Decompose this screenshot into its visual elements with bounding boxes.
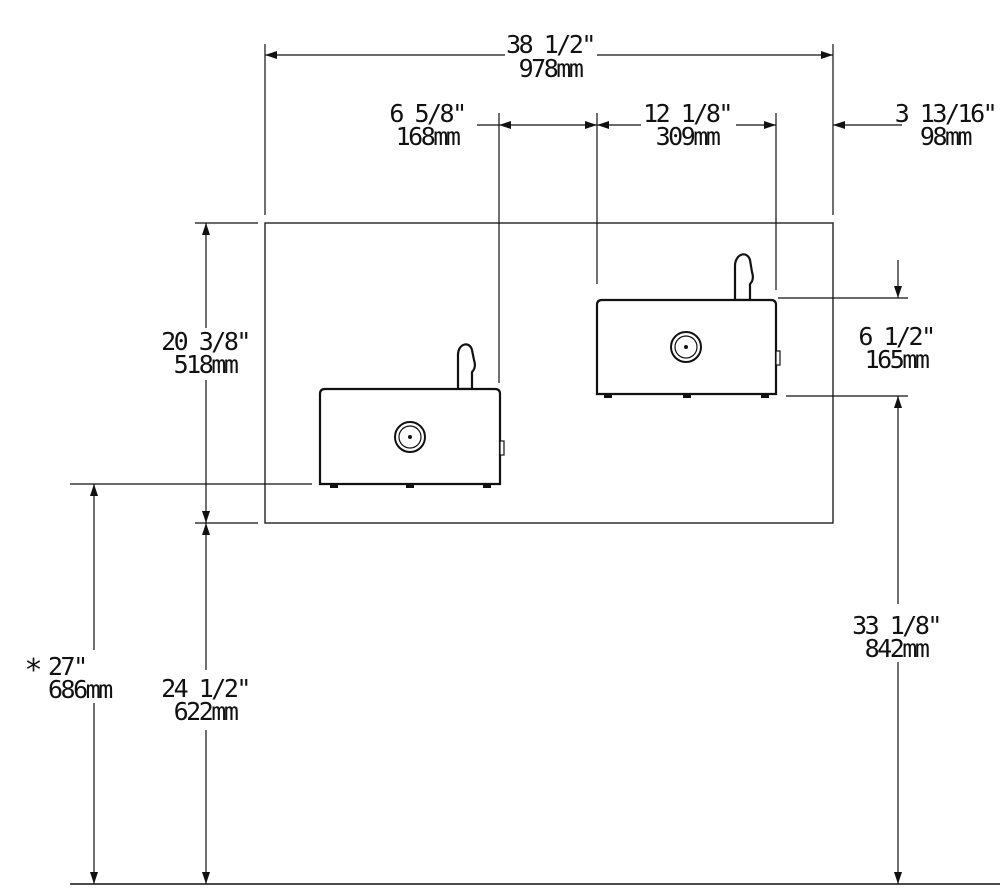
panel-bottom-height-metric: 622mm [174, 697, 238, 726]
high-unit-foot [761, 394, 769, 398]
panel-bottom-height-imperial: 24 1/2" [161, 674, 249, 703]
high-unit-foot [683, 394, 691, 398]
extension-lines [70, 44, 908, 524]
high-unit-bubbler [733, 253, 754, 302]
right-unit-width-imperial: 12 1/8" [643, 99, 731, 128]
low-unit-push-button-center [408, 435, 412, 439]
height-difference-metric: 165mm [865, 345, 929, 374]
high-fountain-unit [595, 253, 781, 398]
dimension-lines [90, 51, 902, 884]
left-offset-metric: 168mm [396, 122, 460, 151]
star-marker: * [26, 653, 41, 688]
left-offset-imperial: 6 5/8" [389, 99, 464, 128]
right-unit-width-metric: 309mm [656, 122, 720, 151]
high-unit-bottom-height-metric: 842mm [865, 634, 929, 663]
high-unit-bottom-height-imperial: 33 1/8" [852, 611, 940, 640]
low-fountain-unit [318, 343, 505, 488]
height-difference-imperial: 6 1/2" [858, 322, 933, 351]
high-unit-push-button-center [684, 345, 688, 349]
right-margin-metric: 98mm [920, 122, 972, 151]
right-margin-imperial: 3 13/16" [895, 99, 995, 128]
low-rim-height-imperial: 27" [48, 652, 86, 681]
low-unit-side-button [499, 440, 505, 456]
high-unit-side-button [775, 350, 781, 366]
low-unit-foot [483, 484, 491, 488]
high-unit-foot [604, 394, 612, 398]
low-unit-bubbler [456, 343, 476, 391]
panel-height-imperial: 20 3/8" [161, 327, 249, 356]
overall-width-imperial: 38 1/2" [506, 30, 594, 59]
low-rim-height-metric: 686mm [48, 675, 112, 704]
panel-height-metric: 518mm [174, 350, 238, 379]
low-unit-foot [406, 484, 414, 488]
overall-width-metric: 978mm [519, 54, 583, 83]
low-unit-foot [330, 484, 338, 488]
